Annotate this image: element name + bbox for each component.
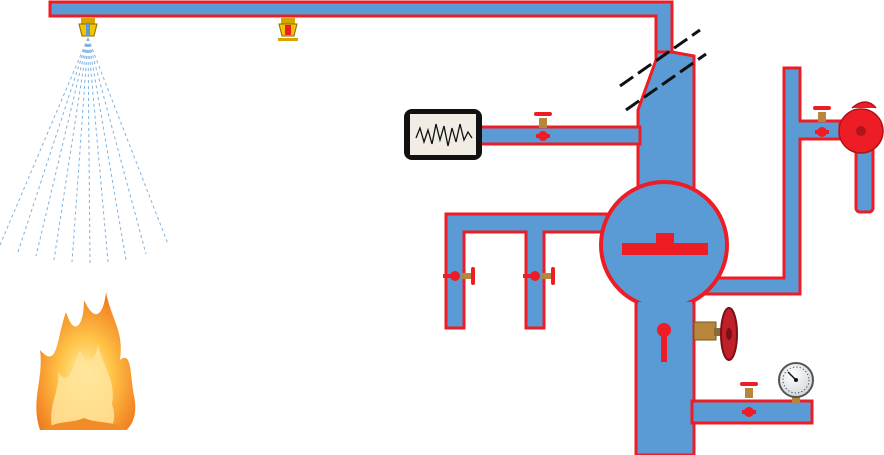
globe-valve-icon bbox=[813, 106, 831, 137]
fire-icon bbox=[36, 292, 136, 430]
alarm-line-pipe bbox=[690, 66, 842, 296]
pressure-recorder-icon bbox=[404, 109, 482, 160]
sprinkler-head-icon bbox=[78, 18, 98, 37]
pressure-gauge-icon bbox=[778, 362, 814, 404]
alarm-bell-icon bbox=[838, 101, 884, 154]
globe-valve-icon bbox=[534, 112, 552, 141]
drain-branch-pipe bbox=[444, 212, 614, 330]
top-main-pipe bbox=[48, 0, 674, 54]
sprinkler-head-icon bbox=[278, 18, 298, 41]
globe-valve-icon bbox=[740, 382, 758, 417]
globe-valve-icon bbox=[523, 267, 555, 285]
break-lines-icon bbox=[619, 28, 707, 112]
gate-valve-wheel-icon bbox=[657, 307, 738, 362]
alarm-check-valve-icon bbox=[599, 180, 729, 310]
pipe-network bbox=[48, 0, 875, 455]
water-spray-icon bbox=[0, 37, 169, 265]
globe-valve-icon bbox=[443, 267, 475, 285]
riser-pipe-upper bbox=[636, 50, 696, 198]
riser-pipe-lower bbox=[634, 286, 696, 455]
riser-lower-cap bbox=[638, 302, 692, 312]
recorder-branch-pipe bbox=[476, 125, 642, 146]
